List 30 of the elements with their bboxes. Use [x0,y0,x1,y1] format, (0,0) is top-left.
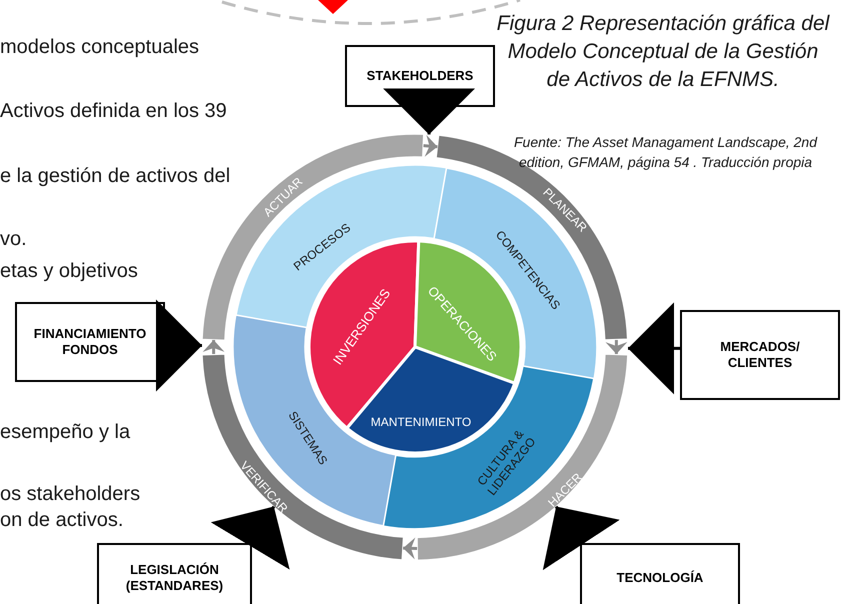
text-fragment: on de activos. [0,508,124,532]
arrow [542,506,620,570]
arrow [383,88,476,134]
text-fragment: Activos definida en los 39 [0,99,228,123]
arrow [605,340,628,354]
text-fragment: etas y objetivos [0,259,139,283]
text-fragment: esempeño y la [0,420,132,444]
arrow [210,506,290,570]
source-note: Fuente: The Asset Managament Landscape, 2nd edition, GFMAM, página 54 . Traducción propia [512,133,818,172]
label-box [97,543,252,604]
label-box [15,302,165,382]
arrow [202,340,225,354]
arrow [403,537,418,560]
text-fragment: modelos conceptuales [0,35,200,59]
text-fragment: vo. [0,227,28,251]
text-fragment: e la gestión de activos del [0,164,232,188]
figure-caption: Figura 2 Representación gráfica del Modelo Conceptual de la Gestión de Activos de la EFNMS. [496,11,830,93]
label-box [680,310,840,400]
box-label: FINANCIAMIENTO FONDOS [32,326,148,358]
text-fragment: os stakeholders [0,482,142,506]
arrow [628,302,680,394]
arrow [423,134,438,157]
label-box [580,543,740,604]
label-box [345,45,495,107]
box-label: MERCADOS/ CLIENTES [719,339,801,371]
box-label: LEGISLACIÓN (ESTANDARES) [124,562,224,594]
arrow [156,300,202,392]
box-label: TECNOLOGÍA [616,570,704,586]
segment-label: MANTENIMIENTO [370,415,472,429]
box-label: STAKEHOLDERS [366,68,474,84]
